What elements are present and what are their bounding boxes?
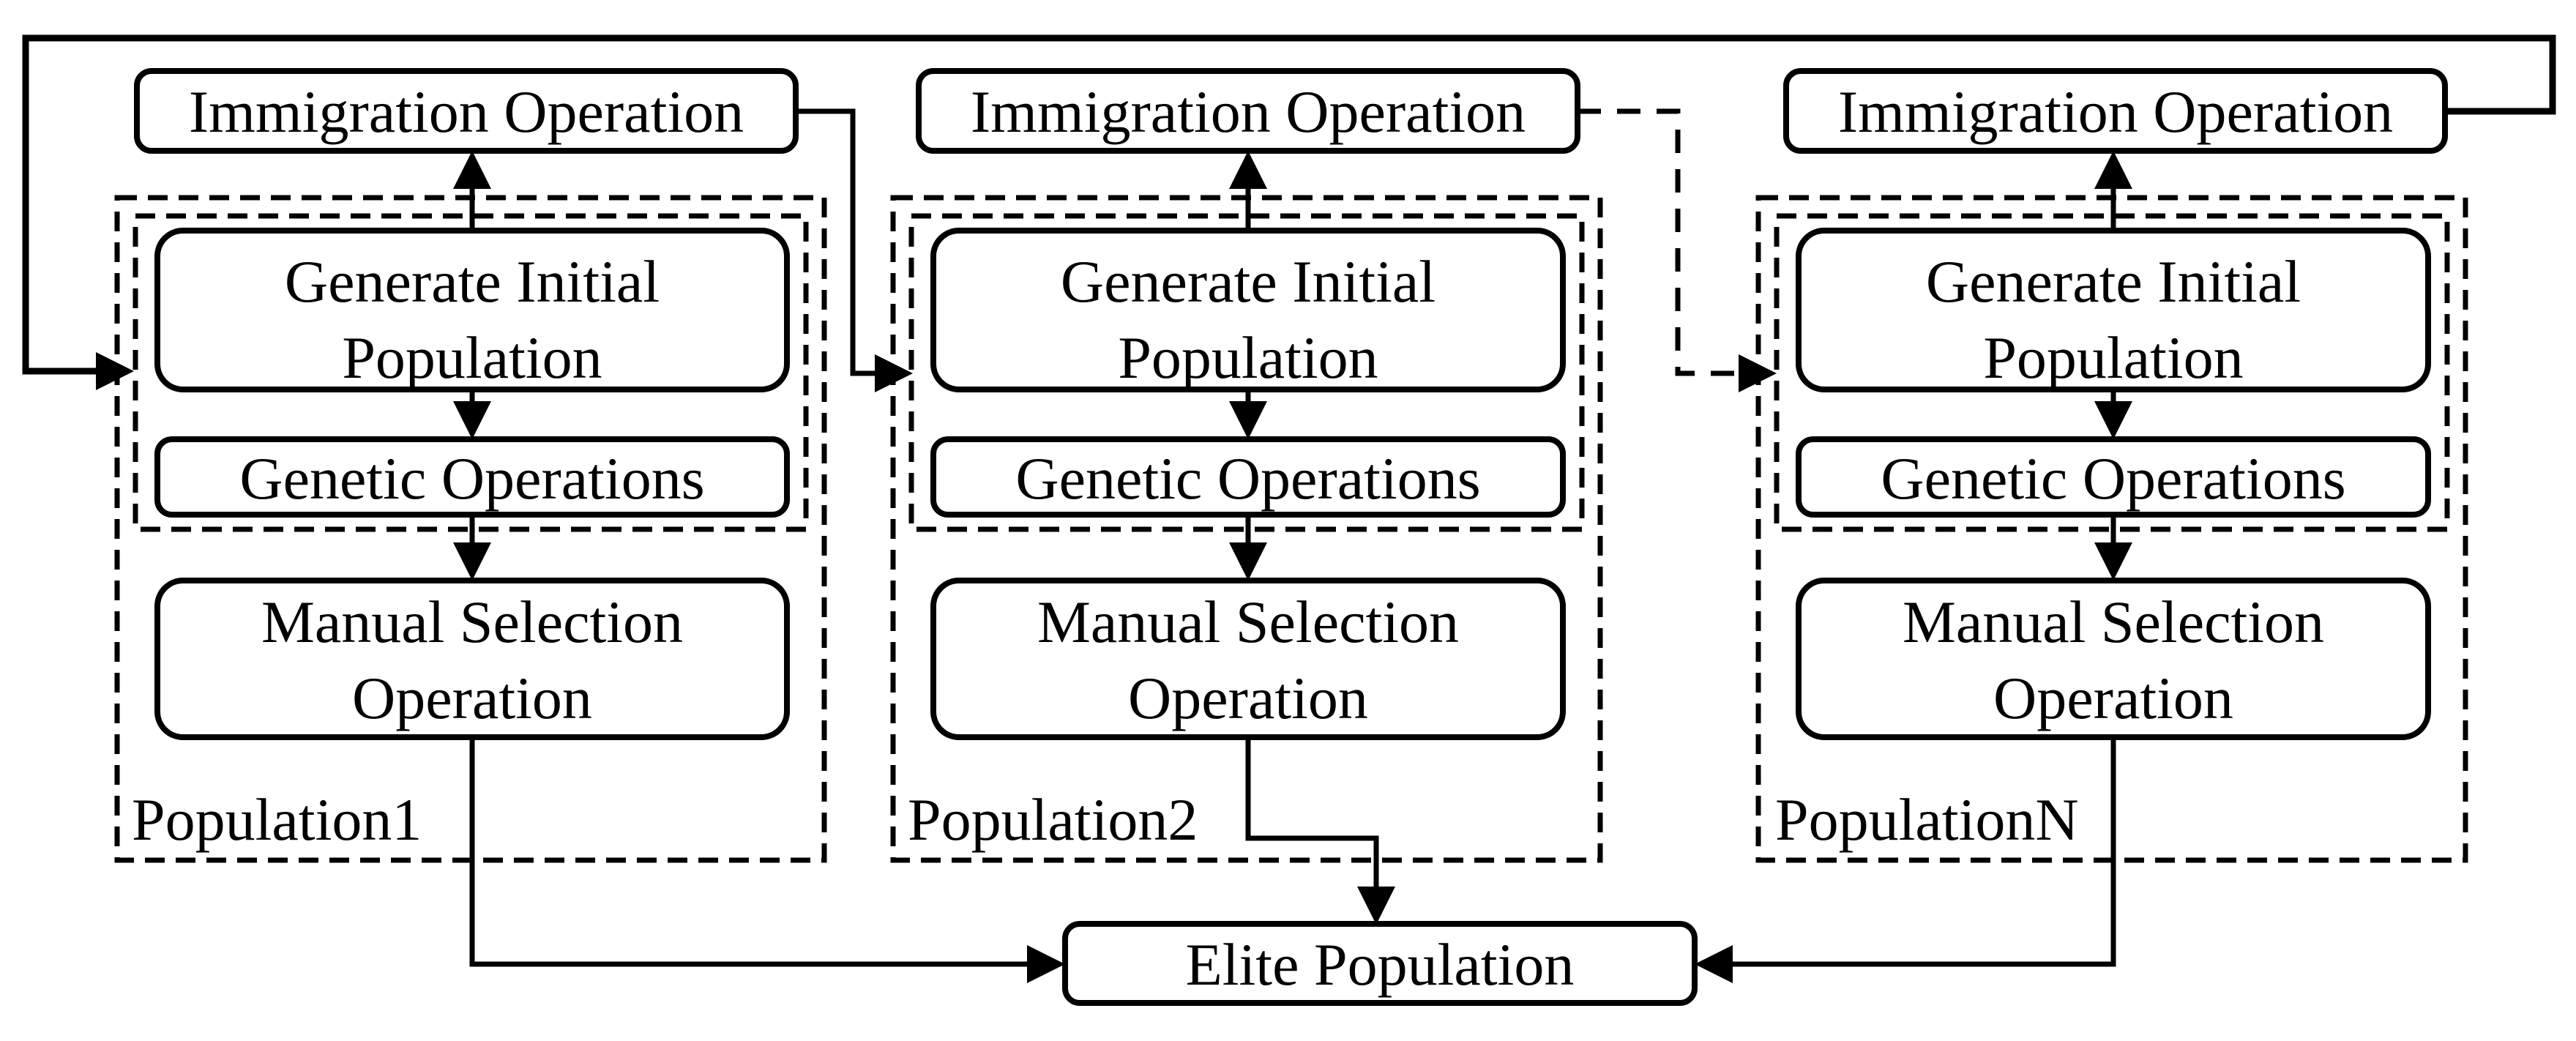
generate-initial-population-label-line2-1: Population [342, 324, 602, 391]
manual-selection-operation-label-line2-1: Operation [352, 665, 592, 731]
arrow-up-icon [2094, 151, 2132, 189]
generate-initial-population-label-line1-3: Generate Initial [1926, 248, 2301, 315]
connector-manualN-to-elite [1733, 737, 2116, 967]
generate-initial-population-label-line2-3: Population [1983, 324, 2243, 391]
arrow-down-icon [453, 542, 491, 581]
arrow-up-icon [453, 151, 491, 189]
population-label-2: Population2 [908, 786, 1198, 853]
population2-column: Immigration Operation Generate Initial P… [890, 68, 1603, 925]
manual-selection-operation-label-line2-3: Operation [1993, 665, 2233, 731]
arrow-left-icon [1695, 945, 1733, 983]
immigration-operation-box-2 [916, 68, 1580, 154]
generate-initial-population-label-line2-2: Population [1118, 324, 1378, 391]
connector-immigration2-to-population3-dashed [1578, 108, 1739, 376]
manual-selection-operation-label-line2-2: Operation [1128, 665, 1368, 731]
genetic-operations-label-1: Genetic Operations [239, 445, 704, 512]
population-label-N: PopulationN [1775, 786, 2079, 853]
manual-selection-operation-label-line1-3: Manual Selection [1903, 589, 2324, 655]
generate-initial-population-label-line1-1: Generate Initial [285, 248, 660, 315]
immigration-operation-label-2: Immigration Operation [971, 78, 1526, 145]
arrow-down-icon [1229, 542, 1267, 581]
immigration-operation-label-1: Immigration Operation [189, 78, 744, 145]
arrow-down-icon [2094, 401, 2132, 439]
generate-initial-population-label-line1-2: Generate Initial [1061, 248, 1436, 315]
arrow-right-icon [1027, 945, 1065, 983]
arrow-down-icon [453, 401, 491, 439]
manual-selection-operation-label-line1-2: Manual Selection [1037, 589, 1459, 655]
connector-immigration1-to-population2 [796, 108, 875, 376]
immigration-operation-box-1 [134, 68, 799, 154]
population-label-1: Population1 [132, 786, 422, 853]
arrow-up-icon [1229, 151, 1267, 189]
genetic-operations-label-3: Genetic Operations [1881, 445, 2345, 512]
immigration-operation-label-3: Immigration Operation [1838, 78, 2393, 145]
connector-manual2-to-elite [1245, 737, 1379, 887]
connector-manual1-to-elite [469, 737, 1027, 967]
population1-column: Immigration Operation Generate Initial P… [114, 68, 1065, 983]
connector-immigration3-loop-to-population1 [22, 34, 2556, 375]
genetic-operations-label-2: Genetic Operations [1015, 445, 1480, 512]
arrow-down-icon [2094, 542, 2132, 581]
populationN-column: Immigration Operation Generate Initial P… [1695, 68, 2468, 983]
arrow-down-icon [1229, 401, 1267, 439]
elite-population-label: Elite Population [1186, 931, 1575, 998]
elite-population-box [1062, 921, 1698, 1006]
manual-selection-operation-label-line1-1: Manual Selection [261, 589, 683, 655]
arrow-down-icon [1357, 887, 1395, 925]
immigration-operation-box-3 [1783, 68, 2448, 154]
